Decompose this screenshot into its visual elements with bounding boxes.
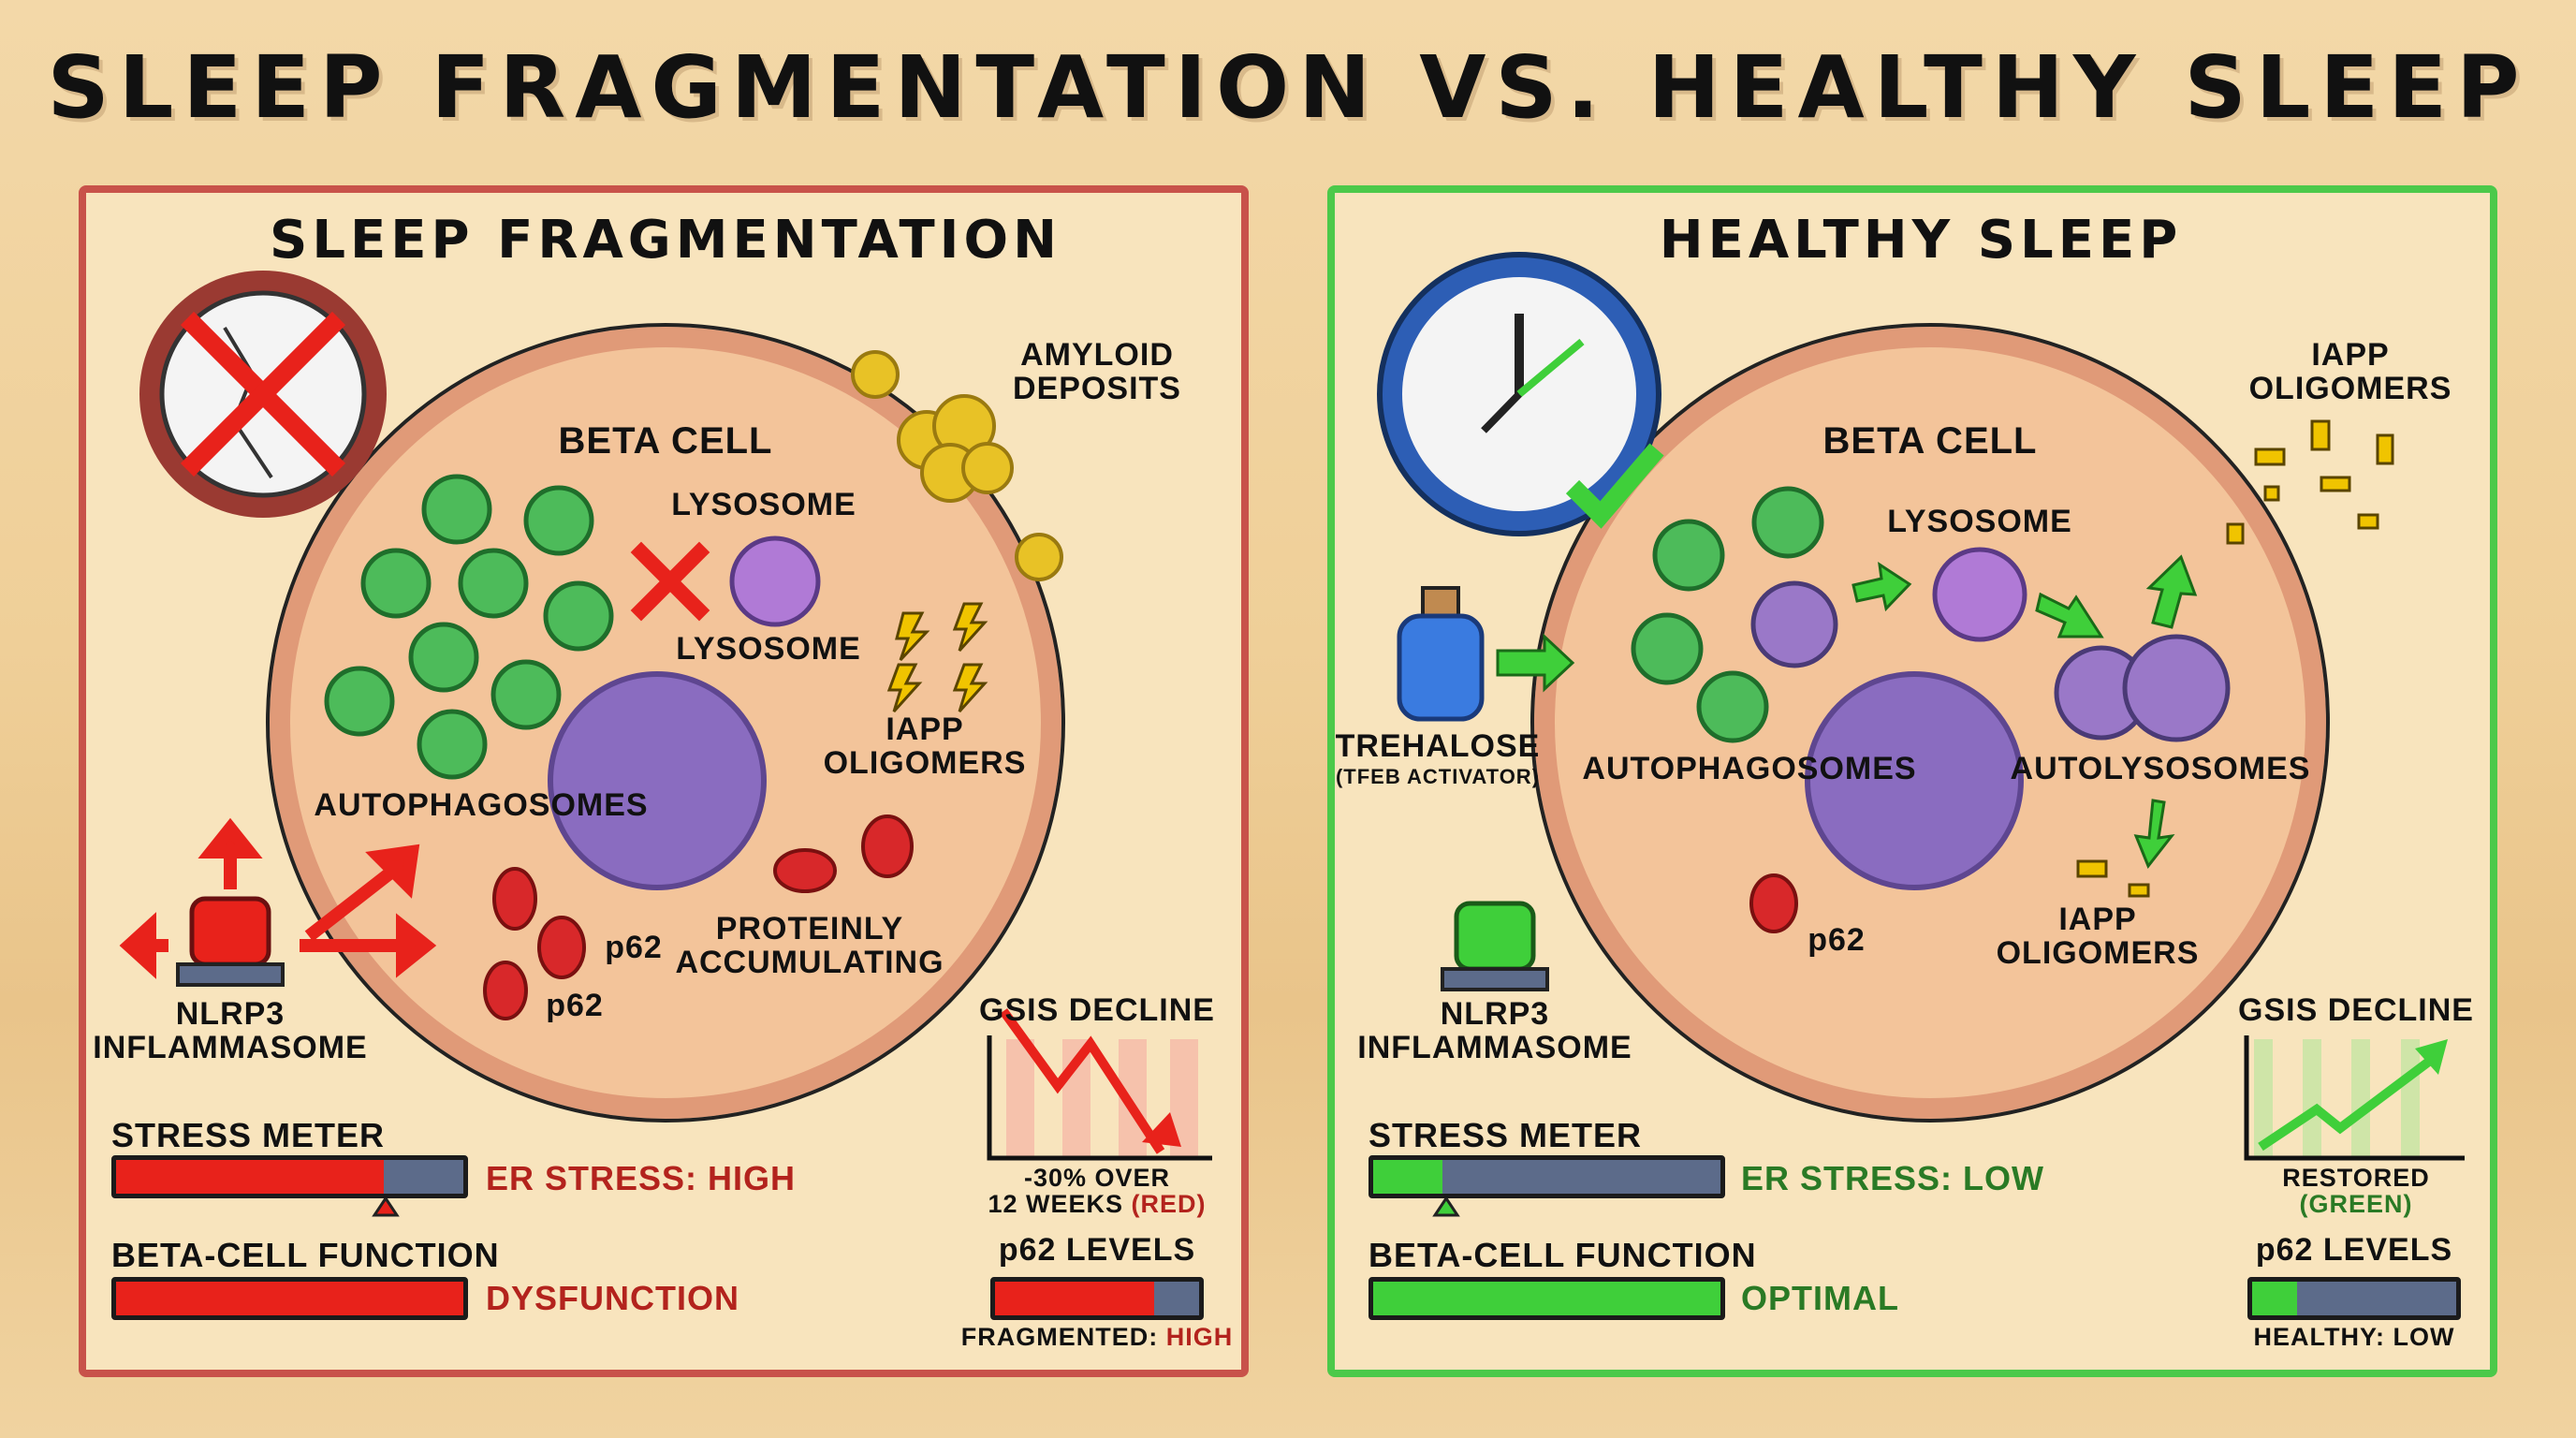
p62-status: HEALTHY: LOW: [2253, 1323, 2455, 1351]
trehalose-sublabel: (TFEB ACTIVATOR): [1335, 765, 1541, 788]
amyloid-deposits-icon: [851, 350, 1063, 581]
gsis-caption-color: (GREEN): [2299, 1190, 2413, 1218]
iapp-oligomers-icon: [886, 602, 988, 713]
gsis-restored-chart: [2244, 1035, 2465, 1161]
stress-meter-bar: [111, 1155, 468, 1198]
p62-aggregate-icon: [1749, 873, 1798, 933]
gsis-decline-chart: [987, 1008, 1212, 1161]
autolysosome-icon: [2054, 634, 2231, 742]
gsis-decline-line: [999, 1008, 1165, 1154]
trehalose-bottle-icon: [1397, 586, 1485, 722]
page-title: SLEEP FRAGMENTATION VS. HEALTHY SLEEP: [47, 37, 2529, 138]
stress-meter-label: STRESS METER: [1368, 1116, 1643, 1154]
p62-levels-label: p62 LEVELS: [2255, 1232, 2453, 1268]
lysosome-label: LYSOSOME: [676, 631, 861, 667]
function-status: DYSFUNCTION: [486, 1279, 739, 1317]
gsis-restored-line: [2258, 1054, 2437, 1152]
gsis-title: GSIS DECLINE: [2238, 992, 2474, 1028]
nucleus: [548, 671, 767, 890]
green-arrow-icon: [1496, 554, 2198, 869]
lysosome-label: LYSOSOME: [671, 487, 856, 522]
blocked-x-icon: [630, 541, 710, 622]
lysosome-label: LYSOSOME: [1887, 504, 2072, 539]
gsis-title: GSIS DECLINE: [979, 992, 1215, 1028]
iapp-label: IAPP OLIGOMERS: [823, 712, 1027, 781]
stress-marker-icon: [1432, 1196, 1460, 1217]
p62-label: p62: [546, 988, 604, 1023]
bar-fill: [1373, 1160, 1443, 1194]
inflammation-arrows-icon: [119, 817, 437, 979]
lysosome-icon: [1932, 547, 2027, 642]
bar-fill: [116, 1282, 463, 1315]
broken-clock-icon: [139, 271, 387, 518]
p62-levels-label: p62 LEVELS: [998, 1232, 1196, 1268]
p62-aggregate-icon: [483, 814, 914, 1020]
iapp-label: IAPP OLIGOMERS: [1996, 902, 2200, 971]
p62-status: FRAGMENTED: HIGH: [960, 1323, 1234, 1351]
function-label: BETA-CELL FUNCTION: [1368, 1236, 1757, 1274]
bar-fill: [1373, 1282, 1720, 1315]
bar-fill: [995, 1282, 1155, 1315]
nlrp3-alarm-icon: [1441, 901, 1549, 991]
nucleus: [1805, 671, 2024, 890]
clock-check-icon: [1377, 252, 1664, 536]
nlrp3-alarm-icon: [176, 896, 285, 987]
p62-levels-bar: [990, 1277, 1204, 1320]
stress-meter-label: STRESS METER: [111, 1116, 386, 1154]
beta-cell-label: BETA CELL: [1822, 420, 2038, 462]
iapp-label: IAPP OLIGOMERS: [2248, 337, 2452, 406]
p62-levels-bar: [2247, 1277, 2461, 1320]
lysosome-icon: [729, 536, 821, 627]
gsis-caption: -30% OVER 12 WEEKS (RED): [988, 1164, 1207, 1219]
proteinly-label: PROTEINLY ACCUMULATING: [675, 911, 944, 980]
p62-label: p62: [605, 930, 663, 965]
autophagosome-icon: [1631, 486, 1824, 743]
autophagosomes-label: AUTOPHAGOSOMES: [1582, 751, 1917, 786]
panel-title-fragmentation: SLEEP FRAGMENTATION: [270, 210, 1061, 271]
autolysosomes-label: AUTOLYSOSOMES: [2010, 751, 2311, 786]
iapp-fragments-icon: [2076, 419, 2394, 898]
stress-status: ER STRESS: HIGH: [486, 1159, 797, 1197]
amyloid-label: AMYLOID DEPOSITS: [1013, 337, 1181, 406]
p62-label: p62: [1808, 922, 1866, 958]
function-bar: [1368, 1277, 1725, 1320]
autophagosomes-label: AUTOPHAGOSOMES: [314, 787, 649, 823]
stress-marker-icon: [372, 1196, 400, 1217]
nlrp3-label: NLRP3 INFLAMMASOME: [93, 996, 368, 1065]
function-bar: [111, 1277, 468, 1320]
stress-meter-bar: [1368, 1155, 1725, 1198]
stress-status: ER STRESS: LOW: [1741, 1159, 2045, 1197]
panel-title-healthy: HEALTHY SLEEP: [1659, 210, 2183, 271]
function-status: OPTIMAL: [1741, 1279, 1899, 1317]
autophagosome-icon: [324, 474, 614, 780]
bar-fill: [116, 1160, 384, 1194]
nlrp3-label: NLRP3 INFLAMMASOME: [1357, 996, 1632, 1065]
bar-fill: [2252, 1282, 2297, 1315]
trehalose-label: TREHALOSE: [1335, 728, 1541, 764]
autolysosome-icon: [1750, 580, 1838, 668]
gsis-caption: RESTORED: [2282, 1164, 2430, 1192]
beta-cell-label: BETA CELL: [558, 420, 773, 462]
function-label: BETA-CELL FUNCTION: [111, 1236, 500, 1274]
